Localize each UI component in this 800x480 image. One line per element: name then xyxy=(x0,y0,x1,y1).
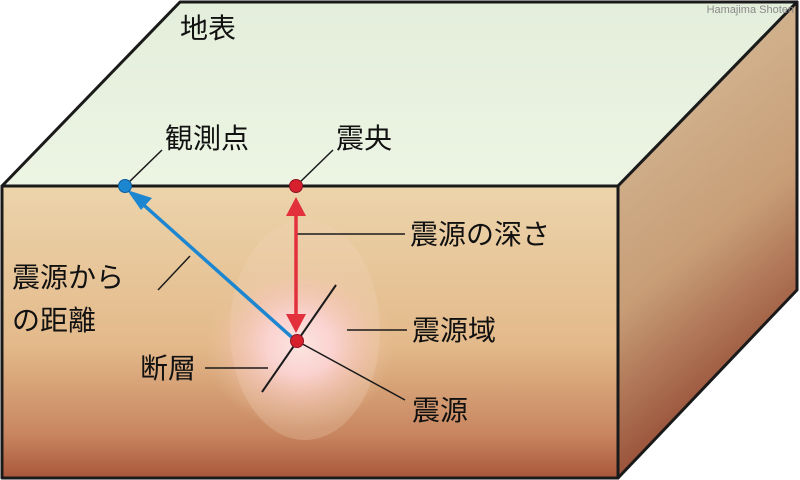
observation-point-marker xyxy=(118,179,132,193)
leader-hypocenter xyxy=(296,340,406,401)
hypocenter-marker xyxy=(290,334,304,348)
focal-depth-arrowhead-bottom xyxy=(286,314,306,333)
credit-text: Hamajima Shoten xyxy=(707,4,794,16)
label-focal-depth: 震源の深さ xyxy=(410,218,550,251)
hypocentral-distance-arrow xyxy=(135,197,298,343)
leader-observation-point xyxy=(124,149,163,187)
label-observation-point: 観測点 xyxy=(165,122,249,155)
leader-epicenter xyxy=(295,149,334,187)
label-focal-region: 震源域 xyxy=(412,314,496,347)
leader-distance xyxy=(157,255,191,291)
label-hypocenter: 震源 xyxy=(412,394,468,427)
label-distance-line2: の距離 xyxy=(12,304,96,337)
epicenter-marker xyxy=(289,179,303,193)
label-fault: 断層 xyxy=(140,352,196,385)
leader-lines xyxy=(124,149,407,401)
focal-depth-arrowhead-top xyxy=(286,197,306,216)
hypocentral-distance-arrowhead xyxy=(127,190,152,210)
label-epicenter: 震央 xyxy=(336,122,392,155)
label-surface: 地表 xyxy=(180,12,236,45)
label-distance-line1: 震源から xyxy=(12,261,124,294)
